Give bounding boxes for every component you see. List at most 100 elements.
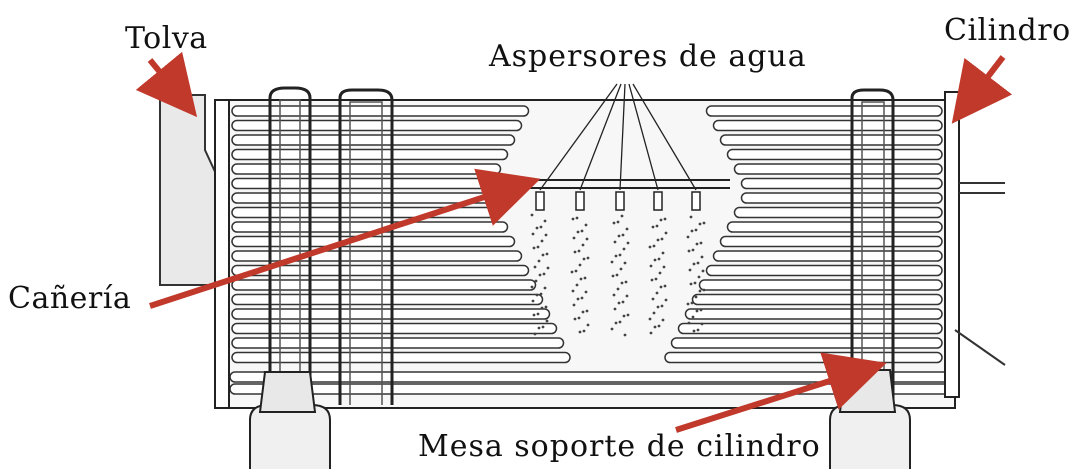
water-drop bbox=[696, 261, 700, 265]
sprinkler-pointer-lines bbox=[539, 83, 697, 191]
water-drop bbox=[614, 254, 618, 258]
pointer-line bbox=[619, 83, 626, 191]
water-drop bbox=[545, 252, 549, 256]
water-drop bbox=[613, 240, 617, 244]
water-drop bbox=[544, 305, 548, 309]
water-drop bbox=[536, 245, 540, 249]
water-drop bbox=[613, 307, 617, 311]
water-drop bbox=[701, 269, 705, 273]
water-drop bbox=[689, 282, 693, 286]
water-drop bbox=[584, 290, 588, 294]
water-drop bbox=[581, 310, 585, 314]
left-slat bbox=[231, 293, 544, 306]
water-drop bbox=[660, 304, 664, 308]
right-slat bbox=[677, 322, 943, 335]
water-drop bbox=[615, 273, 619, 277]
cilindro-arrow bbox=[951, 55, 1013, 124]
left-slat bbox=[231, 322, 558, 335]
nozzle bbox=[691, 191, 701, 211]
water-drop bbox=[536, 312, 540, 316]
water-drop bbox=[612, 221, 616, 225]
left-slat bbox=[231, 105, 530, 117]
water-drop bbox=[664, 231, 668, 235]
right-slat bbox=[670, 337, 943, 349]
mesa-label: Mesa soporte de cilindro bbox=[418, 429, 821, 464]
water-drop bbox=[573, 250, 577, 254]
water-drop bbox=[533, 265, 537, 269]
nozzle bbox=[575, 191, 585, 211]
water-drop bbox=[620, 214, 624, 218]
water-drop bbox=[657, 324, 661, 328]
water-drop bbox=[537, 326, 541, 330]
right-slat bbox=[712, 250, 943, 262]
water-drop bbox=[691, 248, 695, 252]
left-slat bbox=[231, 119, 523, 132]
water-drop bbox=[660, 237, 664, 241]
water-drop bbox=[580, 229, 584, 233]
water-drop bbox=[544, 233, 548, 237]
water-drop bbox=[612, 293, 616, 297]
left-slat bbox=[231, 206, 502, 219]
water-drop bbox=[582, 257, 586, 261]
water-drop bbox=[649, 264, 653, 268]
left-slat bbox=[231, 250, 523, 262]
water-drop bbox=[585, 309, 589, 313]
water-drop bbox=[546, 266, 550, 270]
water-drop bbox=[656, 238, 660, 242]
left-slat bbox=[231, 163, 502, 175]
right-support-inner bbox=[861, 101, 885, 405]
water-drop bbox=[540, 306, 544, 310]
water-drop bbox=[617, 234, 621, 238]
water-drop bbox=[659, 218, 663, 222]
nozzle bbox=[653, 191, 663, 211]
right-drum-slats bbox=[664, 105, 943, 364]
water-drop bbox=[579, 277, 583, 281]
water-drop bbox=[651, 225, 655, 229]
tolva-arrow bbox=[135, 51, 198, 118]
water-drop bbox=[653, 325, 657, 329]
left-support-block bbox=[258, 371, 317, 413]
water-drop bbox=[535, 226, 539, 230]
water-drop bbox=[692, 262, 696, 266]
water-drop bbox=[648, 317, 652, 321]
pointer-line bbox=[628, 83, 659, 191]
water-drop bbox=[621, 300, 625, 304]
left-slat bbox=[231, 337, 565, 349]
water-drop bbox=[623, 261, 627, 265]
water-drop bbox=[580, 296, 584, 300]
water-drop bbox=[624, 280, 628, 284]
water-drop bbox=[661, 251, 665, 255]
water-drop bbox=[696, 328, 700, 332]
water-drop bbox=[621, 233, 625, 237]
right-slat bbox=[664, 351, 943, 364]
water-drop bbox=[537, 259, 541, 263]
water-drop bbox=[650, 278, 654, 282]
water-drop bbox=[616, 287, 620, 291]
right-slat bbox=[726, 148, 943, 161]
left-slat bbox=[231, 264, 530, 277]
water-drop bbox=[581, 243, 585, 247]
water-drop bbox=[657, 257, 661, 261]
water-drop bbox=[649, 331, 653, 335]
aspersores-label: Aspersores de agua bbox=[489, 39, 807, 74]
water-drop bbox=[698, 222, 702, 226]
water-drop bbox=[700, 322, 704, 326]
water-drop bbox=[663, 284, 667, 288]
water-drop bbox=[531, 232, 535, 236]
water-drop bbox=[530, 285, 534, 289]
water-drop bbox=[576, 297, 580, 301]
nozzle bbox=[535, 191, 545, 211]
water-drop bbox=[574, 269, 578, 273]
water-drop bbox=[626, 313, 630, 317]
water-drop bbox=[648, 245, 652, 249]
water-drop bbox=[584, 223, 588, 227]
water-drop bbox=[571, 217, 575, 221]
caneria-label: Cañería bbox=[8, 281, 132, 316]
water-drop bbox=[575, 283, 579, 287]
water-drop bbox=[575, 216, 579, 220]
water-drop bbox=[687, 321, 691, 325]
water-drop bbox=[664, 298, 668, 302]
water-drop bbox=[578, 330, 582, 334]
water-drop bbox=[654, 277, 658, 281]
